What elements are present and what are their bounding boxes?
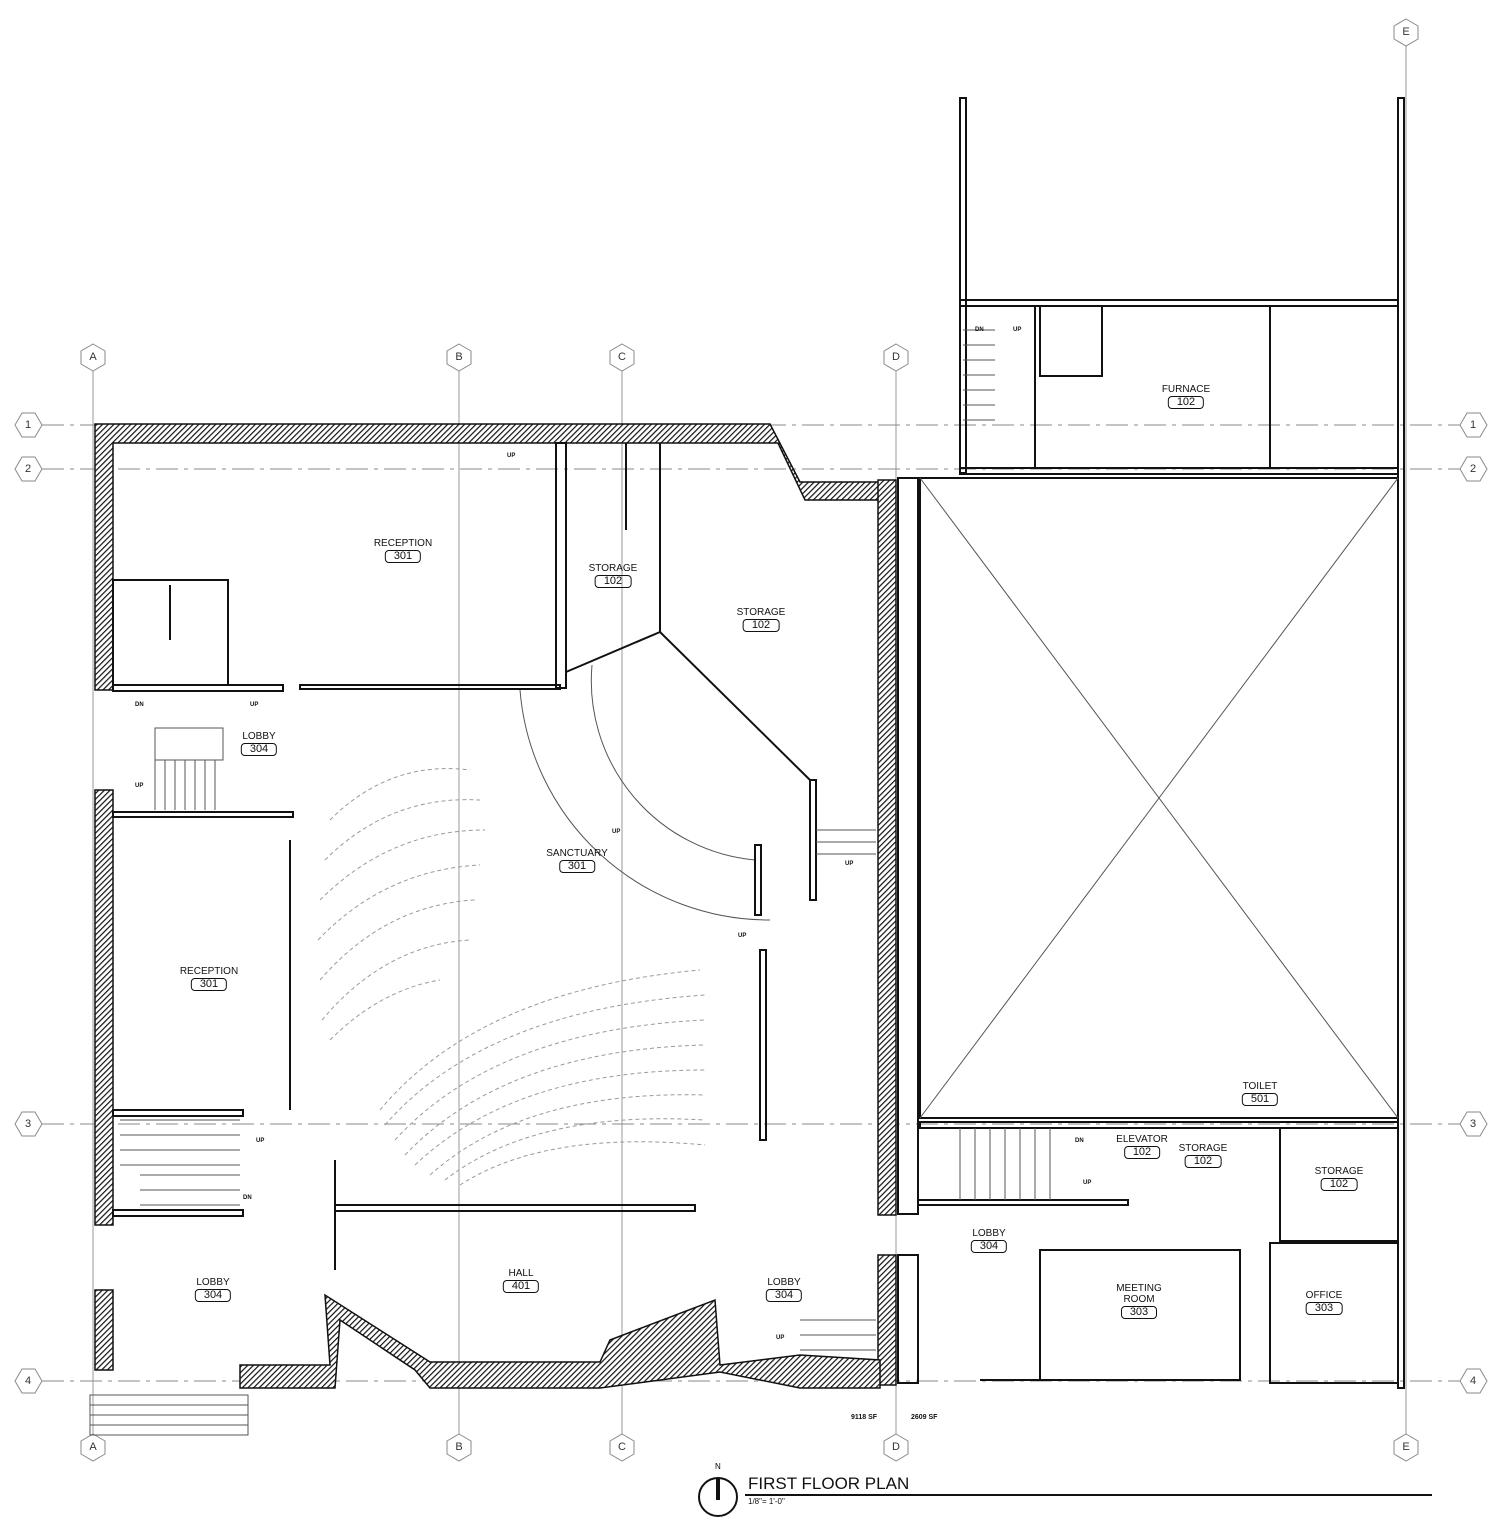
north-label: N — [715, 1462, 721, 1471]
stair-note-up: UP — [135, 783, 144, 789]
grid-label-b-top: B — [455, 351, 463, 363]
stair-note-dn: DN — [135, 702, 144, 708]
grid-label-c-top: C — [618, 351, 626, 363]
exterior-walls — [94, 423, 897, 1389]
stair-note-up: UP — [612, 829, 621, 835]
stair-note-up: UP — [507, 453, 516, 459]
stair-note-up: UP — [250, 702, 259, 708]
stair-note-dn: DN — [975, 327, 984, 333]
grid-label-4-right: 4 — [1469, 1375, 1477, 1387]
grid-label-3-right: 3 — [1469, 1118, 1477, 1130]
grid-bubbles — [14, 18, 1488, 1462]
grid-label-a-top: A — [89, 351, 97, 363]
grid-label-e-top: E — [1402, 26, 1410, 38]
drawing-scale: 1/8"= 1'-0" — [748, 1497, 785, 1506]
grid-label-1-right: 1 — [1469, 419, 1477, 431]
stair-note-up: UP — [776, 1335, 785, 1341]
drawing-title: FIRST FLOOR PLAN — [748, 1474, 910, 1493]
area-note-annex: 2609 SF — [911, 1414, 938, 1421]
grid-label-2-left: 2 — [24, 463, 32, 475]
grid-label-4-left: 4 — [24, 1375, 32, 1387]
stair-note-up: UP — [1083, 1180, 1092, 1186]
stair-note-up: UP — [1013, 327, 1022, 333]
stair-note-up: UP — [845, 861, 854, 867]
grid-label-a-bottom: A — [89, 1441, 97, 1453]
stairs — [120, 329, 1051, 1351]
grid-label-1-left: 1 — [24, 419, 32, 431]
grid-label-e-bottom: E — [1402, 1441, 1410, 1453]
grid-label-d-top: D — [892, 351, 900, 363]
grid-label-b-bottom: B — [455, 1441, 463, 1453]
grid-label-c-bottom: C — [618, 1441, 626, 1453]
grid-label-3-left: 3 — [24, 1118, 32, 1130]
stair-note-up: UP — [738, 933, 747, 939]
grid-label-d-bottom: D — [892, 1441, 900, 1453]
interior-walls — [112, 97, 1405, 1389]
stair-note-dn: DN — [1075, 1138, 1084, 1144]
stair-note-up: UP — [256, 1138, 265, 1144]
entry-steps — [89, 1394, 249, 1436]
area-note-main: 9118 SF — [851, 1414, 878, 1421]
stair-note-dn: DN — [243, 1195, 252, 1201]
grid-label-2-right: 2 — [1469, 463, 1477, 475]
sanctuary-pews — [317, 768, 706, 1186]
